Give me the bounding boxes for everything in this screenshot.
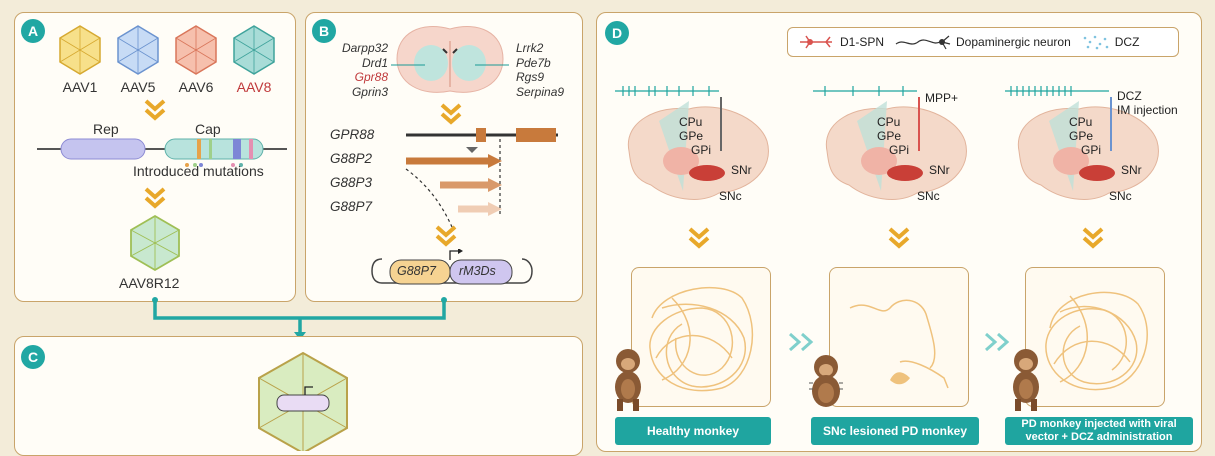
chevron-right-icon — [789, 332, 814, 352]
region-cpu-1: CPu — [679, 115, 703, 129]
region-gpi-2: GPi — [889, 143, 910, 157]
legend-da-label: Dopaminergic neuron — [956, 35, 1071, 49]
region-snr-2: SNr — [929, 163, 950, 177]
chevron-down-icon — [144, 187, 166, 209]
gene-gprin3: Gprin3 — [351, 84, 388, 99]
promoter-g88p7-label: G88P7 — [330, 199, 373, 214]
gene-darpp32: Darpp32 — [341, 41, 388, 55]
trajectory-box-healthy — [631, 267, 771, 407]
panel-connector — [152, 297, 447, 340]
gene-gpr88: Gpr88 — [354, 70, 388, 84]
monkey-icon — [809, 355, 843, 407]
cap-label: Cap — [195, 121, 221, 137]
aav8-capsid-icon — [233, 25, 275, 75]
aav-serotypes-icons — [59, 25, 275, 75]
panel-a-badge: A — [21, 19, 45, 43]
gene-rgs9: Rgs9 — [516, 70, 545, 84]
d1-spn-icon — [800, 35, 832, 49]
chevron-down-icon — [144, 99, 166, 121]
legend: D1-SPN Dopaminergic neuron DCZ — [787, 27, 1179, 57]
legend-spn-label: D1-SPN — [840, 35, 885, 49]
annotation-im-injection: IM injection — [1117, 103, 1178, 117]
panel-c: C — [14, 336, 583, 456]
promoter-g88p3-label: G88P3 — [330, 175, 373, 190]
trajectory-healthy — [649, 286, 754, 392]
panel-d-badge: D — [605, 21, 629, 45]
monkey-icon — [615, 349, 641, 411]
construct-effector-label: rM3Ds — [459, 264, 496, 278]
panel-c-badge: C — [21, 345, 45, 369]
monkey-icon — [1013, 349, 1039, 411]
region-gpe-1: GPe — [679, 129, 704, 143]
chevron-down-icon — [435, 225, 457, 247]
gene-pde7b: Pde7b — [516, 55, 551, 70]
promoter-truncation-diagram — [405, 128, 558, 228]
rep-cap-gene-diagram — [37, 138, 287, 167]
region-gpe-3: GPe — [1069, 129, 1094, 143]
promoter-g88p2-label: G88P2 — [330, 151, 373, 166]
legend-dcz-label: DCZ — [1114, 35, 1140, 49]
trajectory-box-lesioned — [829, 267, 969, 407]
aav8r12-capsid-icon — [130, 214, 180, 272]
gene-lrrk2: Lrrk2 — [516, 41, 544, 55]
gene-serpina9: Serpina9 — [516, 84, 565, 99]
construct-frame — [371, 249, 533, 285]
brain-diagram-healthy — [615, 86, 769, 200]
panel-d: D D1-SPN Dopaminergic neuron DCZ — [596, 12, 1202, 452]
condition-treated-label: PD monkey injected with viral vector + D… — [1005, 417, 1193, 445]
introduced-mutations-label: Introduced mutations — [133, 163, 264, 179]
chevron-down-icon — [440, 103, 462, 125]
aav6-label: AAV6 — [178, 79, 214, 95]
panel-b-badge: B — [312, 19, 336, 43]
region-cpu-3: CPu — [1069, 115, 1093, 129]
genes-right-list: Lrrk2 Pde7b Rgs9 Serpina9 — [516, 41, 564, 99]
trajectory-treated — [1045, 291, 1148, 391]
condition-healthy-label: Healthy monkey — [615, 417, 771, 445]
region-gpe-2: GPe — [877, 129, 902, 143]
gene-drd1: Drd1 — [361, 55, 388, 70]
chevron-right-icon — [985, 332, 1010, 352]
dcz-icon — [1083, 35, 1109, 50]
condition-lesioned-label: SNc lesioned PD monkey — [811, 417, 979, 445]
aav8-label: AAV8 — [236, 79, 272, 95]
dopaminergic-neuron-icon — [895, 35, 951, 50]
genes-left-list: Darpp32 Drd1 Gpr88 Gprin3 — [336, 41, 388, 99]
region-cpu-2: CPu — [877, 115, 901, 129]
construct-promoter-label: G88P7 — [397, 264, 436, 278]
aav1-capsid-icon — [59, 25, 101, 75]
region-gpi-3: GPi — [1081, 143, 1102, 157]
panel-b: B Darpp32 Drd1 Gpr88 Gprin3 Lrrk2 Pde7b … — [305, 12, 583, 302]
panel-a: A AAV1 AAV5 AAV6 AAV8 Rep Cap Introduced… — [14, 12, 296, 302]
region-gpi-1: GPi — [691, 143, 712, 157]
brain-coronal-section-icon — [391, 26, 509, 93]
aav5-capsid-icon — [117, 25, 159, 75]
region-snc-3: SNc — [1109, 189, 1132, 203]
packaged-vector-capsid-icon — [258, 351, 348, 451]
region-snr-3: SNr — [1121, 163, 1142, 177]
brain-diagram-treated — [1005, 86, 1159, 200]
chevron-down-icon — [888, 227, 910, 249]
region-snc-2: SNc — [917, 189, 940, 203]
rep-label: Rep — [93, 121, 119, 137]
aav6-capsid-icon — [175, 25, 217, 75]
aav8r12-label: AAV8R12 — [119, 275, 180, 291]
brain-diagram-lesioned — [813, 86, 967, 200]
annotation-mpp: MPP+ — [925, 91, 959, 105]
trajectory-box-treated — [1025, 267, 1165, 407]
promoter-gpr88-label: GPR88 — [330, 127, 375, 142]
trajectory-lesioned — [849, 299, 949, 389]
annotation-dcz: DCZ — [1117, 89, 1142, 103]
aav5-label: AAV5 — [120, 79, 156, 95]
aav1-label: AAV1 — [62, 79, 98, 95]
chevron-down-icon — [1082, 227, 1104, 249]
region-snc-1: SNc — [719, 189, 742, 203]
region-snr-1: SNr — [731, 163, 752, 177]
chevron-down-icon — [688, 227, 710, 249]
